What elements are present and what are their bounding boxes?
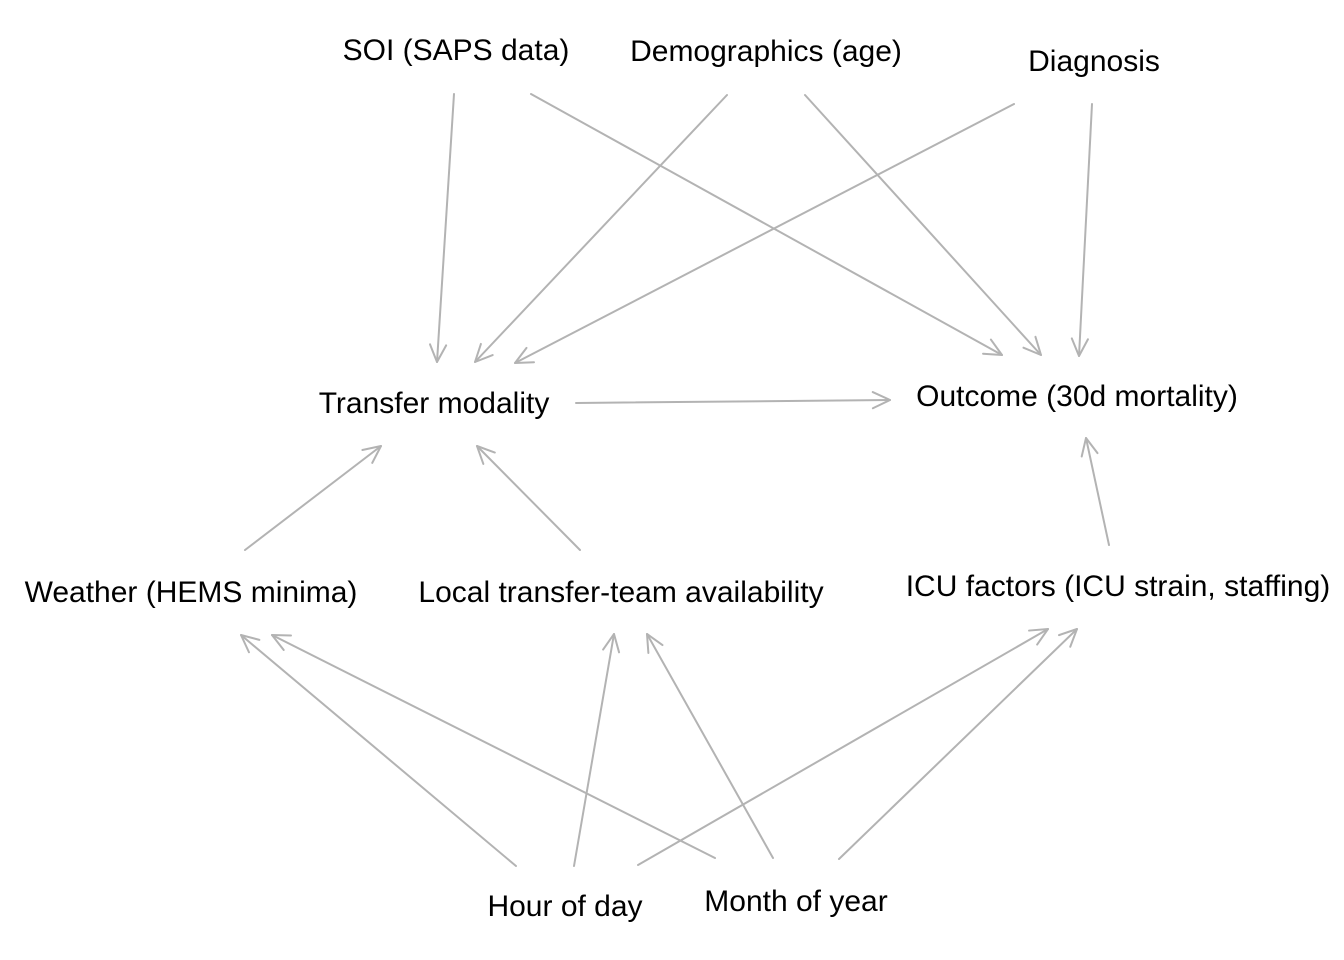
arrowhead-icu-to-outcome xyxy=(1080,437,1099,458)
edge-hour-to-team xyxy=(573,633,615,867)
edge-weather-to-transfer xyxy=(244,445,382,551)
edge-transfer-to-outcome xyxy=(575,399,891,404)
edge-hour-to-icu xyxy=(637,628,1049,866)
edge-month-to-weather xyxy=(271,634,716,859)
edge-demographics-to-transfer xyxy=(474,94,728,363)
node-month-of-year: Month of year xyxy=(704,885,887,918)
arrowhead-hour-to-weather xyxy=(240,634,261,654)
node-demographics: Demographics (age) xyxy=(630,35,902,68)
node-outcome: Outcome (30d mortality) xyxy=(916,380,1238,413)
node-icu-factors: ICU factors (ICU strain, staffing) xyxy=(906,570,1331,603)
arrowhead-soi-to-outcome xyxy=(982,338,1003,356)
edge-layer xyxy=(240,93,1110,867)
arrowhead-demographics-to-outcome xyxy=(1022,335,1042,356)
arrowhead-diagnosis-to-transfer xyxy=(514,346,535,364)
edge-icu-to-outcome xyxy=(1085,437,1110,546)
node-soi: SOI (SAPS data) xyxy=(343,34,570,67)
arrowhead-hour-to-icu xyxy=(1028,628,1049,646)
edge-month-to-team xyxy=(646,633,774,859)
edge-diagnosis-to-transfer xyxy=(514,103,1015,364)
arrowhead-hour-to-team xyxy=(602,633,621,654)
node-weather: Weather (HEMS minima) xyxy=(25,576,358,609)
arrowhead-demographics-to-transfer xyxy=(474,342,494,363)
node-transfer-team: Local transfer-team availability xyxy=(418,576,823,609)
node-hour-of-day: Hour of day xyxy=(487,890,642,923)
edge-demographics-to-outcome xyxy=(804,94,1042,356)
edge-soi-to-outcome xyxy=(530,93,1003,356)
node-diagnosis: Diagnosis xyxy=(1028,45,1160,78)
edge-month-to-icu xyxy=(838,628,1078,860)
edge-soi-to-transfer xyxy=(436,93,455,363)
arrowhead-soi-to-transfer xyxy=(429,343,448,363)
edge-diagnosis-to-outcome xyxy=(1078,103,1093,357)
arrowhead-diagnosis-to-outcome xyxy=(1070,337,1089,357)
arrowhead-weather-to-transfer xyxy=(361,445,382,464)
arrowhead-month-to-team xyxy=(646,633,664,654)
arrowhead-transfer-to-outcome xyxy=(871,391,891,410)
edge-team-to-transfer xyxy=(476,445,581,551)
edge-hour-to-weather xyxy=(240,634,517,867)
arrowhead-month-to-icu xyxy=(1058,628,1078,648)
node-transfer-modality: Transfer modality xyxy=(319,387,550,420)
arrowhead-month-to-weather xyxy=(271,634,292,651)
arrowhead-team-to-transfer xyxy=(476,445,496,465)
